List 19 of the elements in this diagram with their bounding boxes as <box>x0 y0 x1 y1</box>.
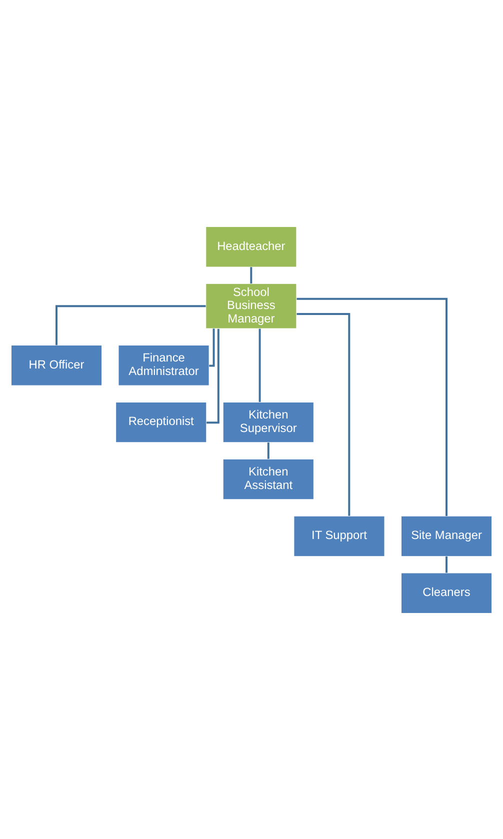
node-box: Kitchen Supervisor <box>222 401 314 442</box>
connector <box>267 442 270 458</box>
node-box: Cleaners <box>400 572 492 614</box>
connector <box>209 328 215 366</box>
node-box: Site Manager <box>400 515 492 556</box>
node-box: Headteacher <box>205 226 297 267</box>
node-box: Finance Administrator <box>118 344 210 386</box>
connector <box>446 556 448 572</box>
connector <box>206 328 220 424</box>
node-box: IT Support <box>294 515 385 556</box>
connector <box>296 312 350 516</box>
connector <box>250 266 252 284</box>
node-box: School Business Manager <box>205 282 297 328</box>
node-box: Kitchen Assistant <box>222 458 314 500</box>
node-box: HR Officer <box>10 344 102 386</box>
connector <box>296 297 448 516</box>
connector <box>56 304 206 345</box>
connector <box>258 328 261 402</box>
node-box: Receptionist <box>115 401 207 442</box>
